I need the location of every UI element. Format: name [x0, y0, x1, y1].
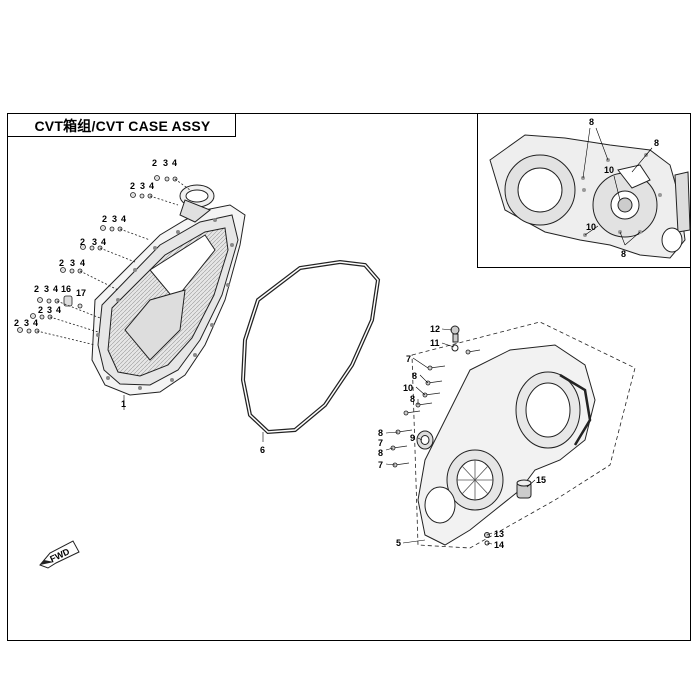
cvt-case: [411, 321, 636, 549]
callout-label: 2: [80, 237, 85, 247]
callout-label: 10: [403, 383, 413, 393]
title-box: CVT箱组/CVT CASE ASSY: [7, 113, 236, 137]
callout-label: 9: [410, 433, 415, 443]
callout-label: 2: [34, 284, 39, 294]
callout-label: 3: [70, 258, 75, 268]
callout-label: 8: [378, 448, 383, 458]
callout-label: 2: [38, 305, 43, 315]
callout-label: 3: [163, 158, 168, 168]
callout-label: 4: [172, 158, 177, 168]
diagram-frame: [7, 113, 691, 641]
callout-label: 8: [621, 249, 626, 259]
callout-label: 2: [14, 318, 19, 328]
callout-label: 2: [152, 158, 157, 168]
callout-label: 10: [604, 165, 614, 175]
callout-label: 12: [430, 324, 440, 334]
callout-label: 8: [589, 117, 594, 127]
callout-label: 2: [102, 214, 107, 224]
callout-label: 6: [260, 445, 265, 455]
callout-label: 3: [24, 318, 29, 328]
callout-label: 4: [101, 237, 106, 247]
cover-bolts: [17, 175, 191, 346]
callout-label: 8: [654, 138, 659, 148]
callout-label: 13: [494, 529, 504, 539]
callout-label: 3: [44, 284, 49, 294]
callout-label: 7: [406, 354, 411, 364]
callout-label: 8: [412, 371, 417, 381]
inset-drawing: [489, 134, 691, 259]
callout-label: 3: [140, 181, 145, 191]
callout-label: 4: [121, 214, 126, 224]
case-leaders: [385, 328, 536, 545]
cvt-cover: [91, 184, 246, 396]
callout-label: 4: [149, 181, 154, 191]
callout-label: 8: [410, 394, 415, 404]
inset-leaders: [582, 127, 653, 246]
callout-label: 17: [76, 288, 86, 298]
diagram-title: CVT箱组/CVT CASE ASSY: [34, 118, 211, 134]
callout-label: 10: [586, 222, 596, 232]
cvt-gasket: [240, 259, 381, 435]
callout-label: 4: [56, 305, 61, 315]
callout-label: 11: [430, 338, 440, 348]
callout-label: 4: [80, 258, 85, 268]
callout-label: 7: [378, 460, 383, 470]
callout-label: 15: [536, 475, 546, 485]
callout-label: 16: [61, 284, 71, 294]
callout-label: 2: [59, 258, 64, 268]
callout-label: 8: [378, 428, 383, 438]
callout-label: 5: [396, 538, 401, 548]
callout-labels: 2 3 4 2 3 4 2 3 4 2 3 4 2 3 4 2 3 4 2 3 …: [14, 117, 659, 550]
callout-label: 3: [112, 214, 117, 224]
callout-label: 14: [494, 540, 504, 550]
callout-label: 4: [33, 318, 38, 328]
callout-label: 1: [121, 399, 126, 409]
callout-label: 7: [378, 438, 383, 448]
callout-label: 3: [92, 237, 97, 247]
callout-label: 4: [53, 284, 58, 294]
callout-label: 2: [130, 181, 135, 191]
fwd-arrow-icon: FWD: [39, 540, 80, 569]
callout-label: 3: [47, 305, 52, 315]
case-bolts: [390, 349, 481, 468]
